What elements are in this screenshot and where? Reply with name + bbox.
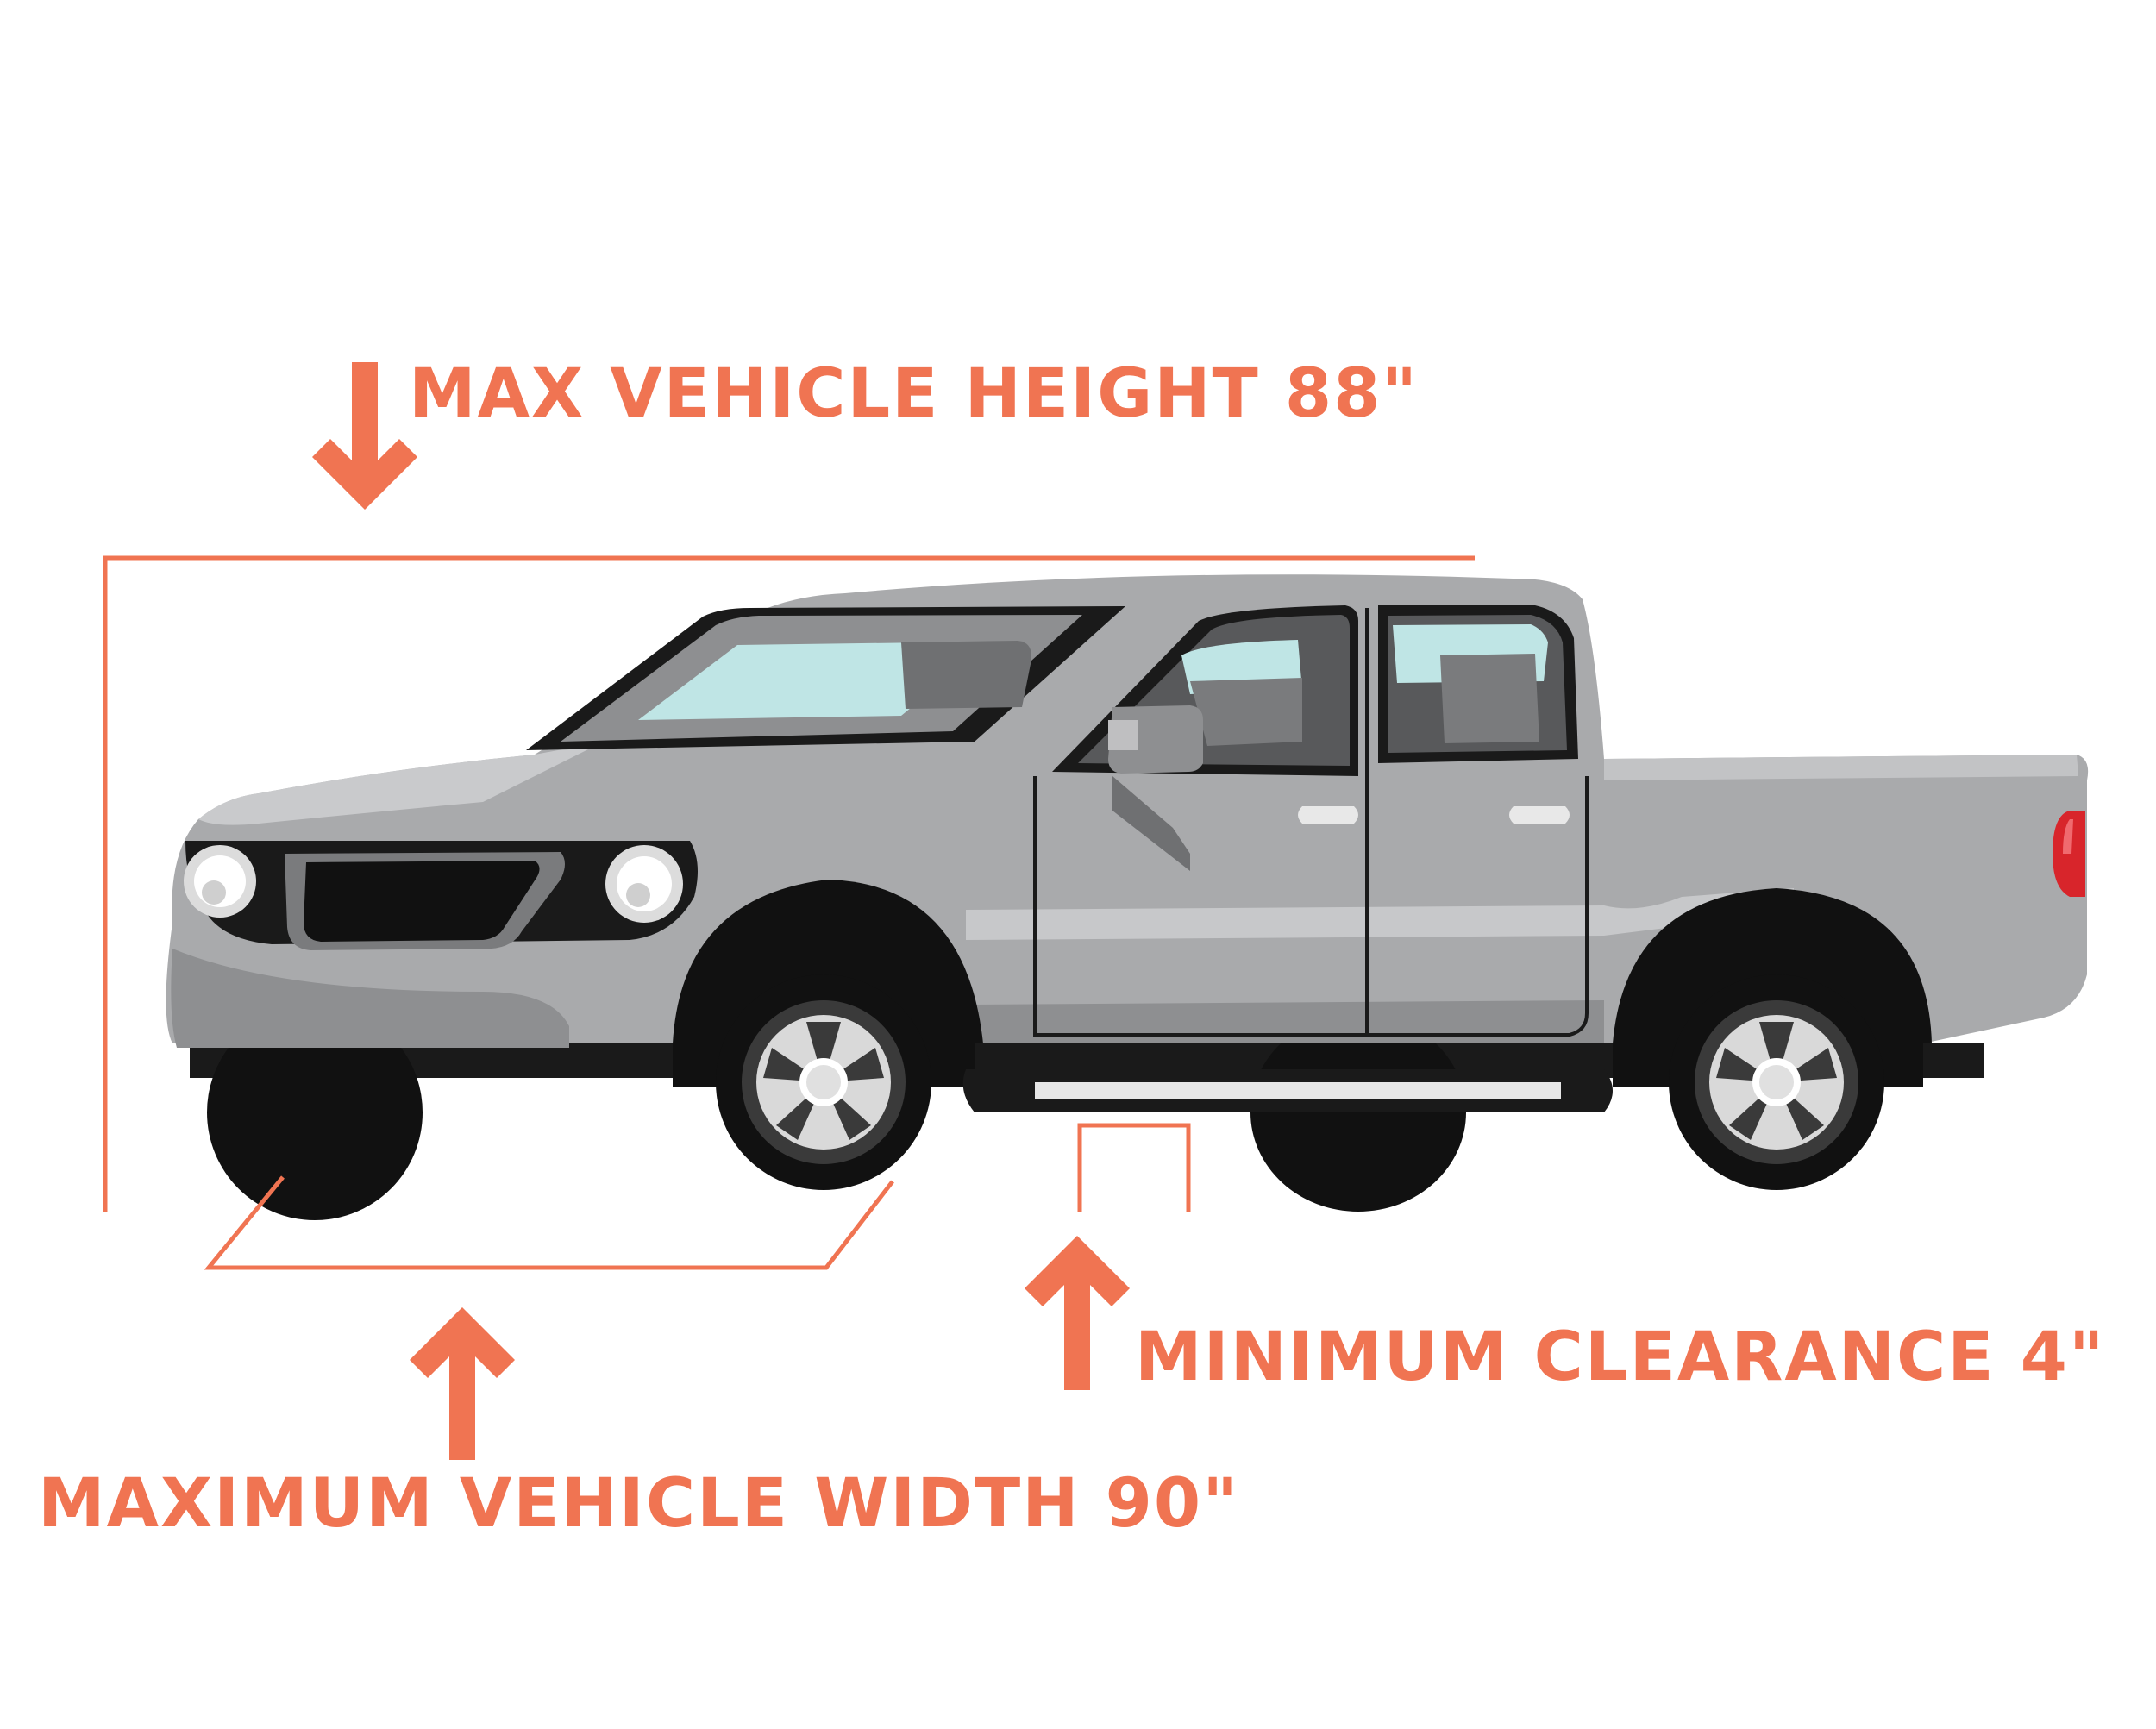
rear-wheel [1669, 974, 1884, 1190]
arrow-down-icon [312, 362, 417, 510]
width-bracket [204, 1175, 894, 1270]
clearance-bracket [1077, 1123, 1191, 1212]
arrow-up-icon [410, 1307, 515, 1460]
pickup-truck-icon [166, 574, 2089, 1220]
min-clearance-label: MINIMUM CLEARANCE 4" [1135, 1319, 2106, 1396]
arrow-up-icon [1025, 1236, 1130, 1390]
height-bracket [103, 555, 1475, 1212]
max-width-label: MAXIMUM VEHICLE WIDTH 90" [38, 1465, 1239, 1543]
max-height-label: MAX VEHICLE HEIGHT 88" [409, 355, 1420, 433]
front-wheel [716, 974, 931, 1190]
dimension-lines [103, 555, 1475, 1270]
